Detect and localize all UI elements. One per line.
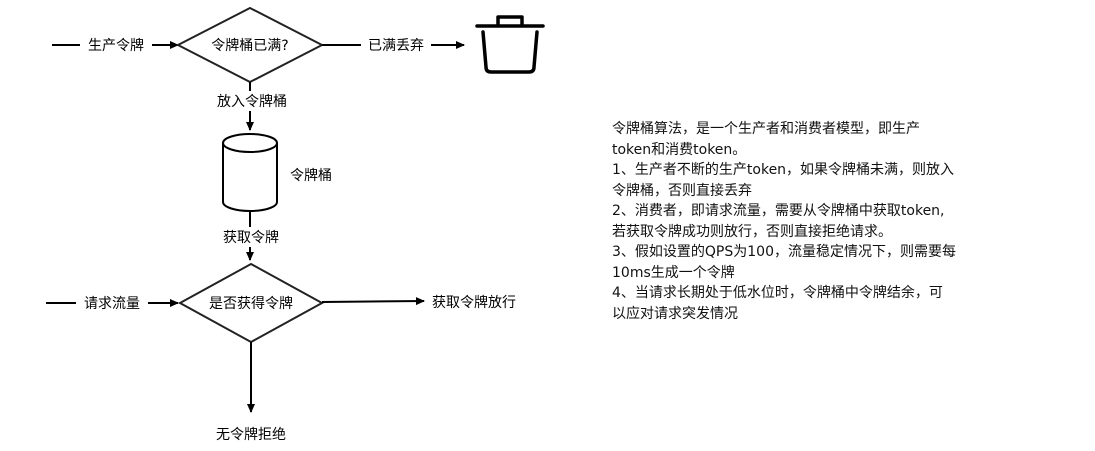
description-line: 以应对请求突发情况 [612,305,738,322]
pass-arrow [321,297,425,306]
token-bucket-flowchart: 生产令牌 令牌桶已满? 已满丢弃 放入令牌桶 令牌桶 获取令牌 请求流量 是否获… [46,6,545,443]
description-line: 若获取令牌成功则放行，否则直接拒绝请求。 [612,223,892,240]
description-line: 4、当请求长期处于低水位时，令牌桶中令牌结余，可 [612,285,943,301]
full-discard-label: 已满丢弃 [368,38,424,54]
request-flow-label: 请求流量 [84,296,140,312]
bucket-full-label: 令牌桶已满? [211,37,288,54]
trash-can-icon [475,15,545,74]
bucket-label: 令牌桶 [290,167,332,184]
description-line: token和消费token。 [612,141,747,158]
description-line: 令牌桶算法，是一个生产者和消费者模型，即生产 [612,121,920,137]
reject-label: 无令牌拒绝 [216,426,286,443]
description-line: 令牌桶，否则直接丢弃 [612,182,752,199]
bucket-cylinder [222,133,278,212]
description-line: 1、生产者不断的生产token，如果令牌桶未满，则放入 [612,162,955,178]
description-line: 10ms生成一个令牌 [612,264,735,281]
put-in-label: 放入令牌桶 [217,93,287,110]
get-token-label: 获取令牌 [223,229,279,246]
description-line: 2、消费者，即请求流量，需要从令牌桶中获取token, [612,203,945,219]
pass-label: 获取令牌放行 [432,294,516,311]
got-token-label: 是否获得令牌 [209,295,293,312]
description-line: 3、假如设置的QPS为100，流量稳定情况下，则需要每 [612,244,956,260]
description-text: 令牌桶算法，是一个生产者和消费者模型，即生产 token和消费token。 1、… [612,119,1022,324]
produce-label: 生产令牌 [88,37,144,54]
